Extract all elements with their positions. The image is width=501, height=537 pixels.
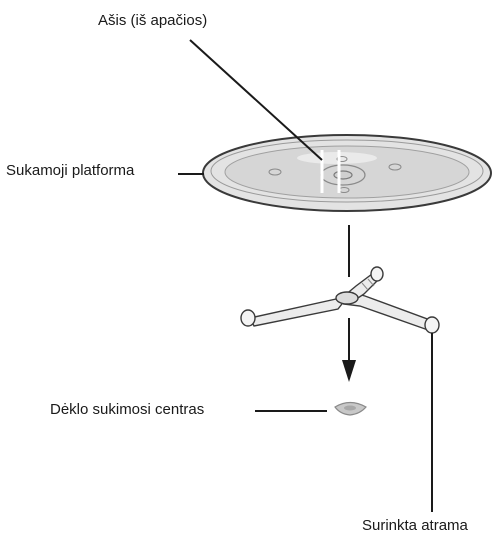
tray-rotation-center (334, 401, 367, 416)
platform-hub (268, 150, 402, 193)
axis-leader-line (189, 39, 323, 161)
support-label: Surinkta atrama (362, 517, 468, 534)
turntable-platform (202, 134, 492, 212)
assembly-arrow (342, 225, 356, 382)
platform-label: Sukamoji platforma (6, 162, 135, 179)
axis-label: Ašis (iš apačios) (98, 12, 208, 29)
tray-center-label: Dėklo sukimosi centras (50, 401, 205, 418)
roller-support (240, 266, 440, 334)
